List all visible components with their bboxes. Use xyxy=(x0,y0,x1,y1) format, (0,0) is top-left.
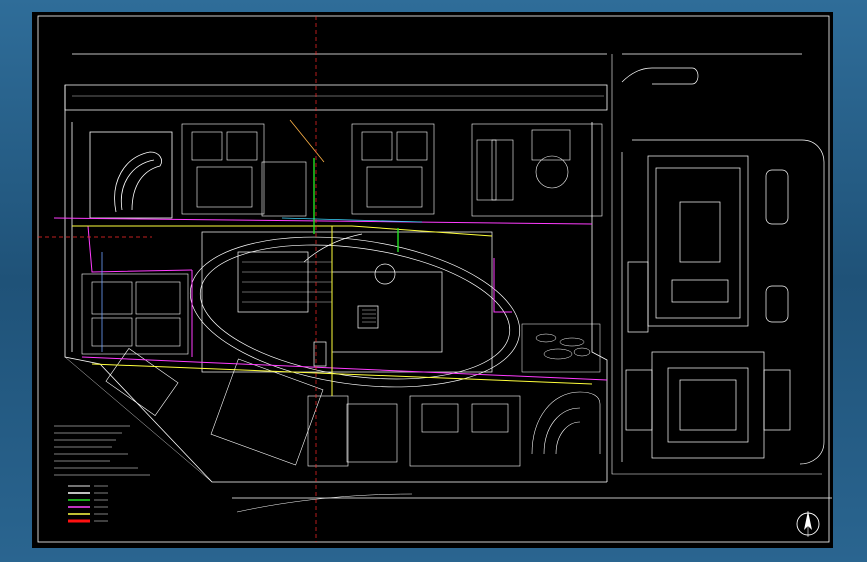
buildings-left xyxy=(81,273,189,417)
pipe-magenta-east xyxy=(493,258,512,313)
site-plan-drawing xyxy=(37,15,832,543)
pipe-cyan-1 xyxy=(281,217,423,223)
crosshair xyxy=(38,16,317,542)
right-complex xyxy=(621,53,825,465)
pipe-yellow-south xyxy=(91,363,593,385)
landscape-area xyxy=(521,323,601,373)
pipe-network xyxy=(53,119,608,396)
north-arrow-icon xyxy=(796,511,820,537)
pipe-magenta-main xyxy=(53,217,593,225)
garden-top-left xyxy=(89,131,173,219)
plaza-hatch xyxy=(242,261,376,323)
legend-swatches xyxy=(68,485,108,523)
drawing-canvas[interactable] xyxy=(32,12,833,548)
pipe-magenta-south xyxy=(81,356,608,381)
legend xyxy=(54,425,150,523)
central-plaza xyxy=(189,231,521,388)
buildings-bottom xyxy=(210,358,601,467)
sheet-border xyxy=(37,15,830,543)
pipe-magenta-west xyxy=(87,225,193,273)
notes-block xyxy=(54,425,150,476)
buildings-top-row xyxy=(181,123,603,217)
pipe-yellow-main xyxy=(72,225,493,237)
pipe-orange-1 xyxy=(289,119,325,163)
